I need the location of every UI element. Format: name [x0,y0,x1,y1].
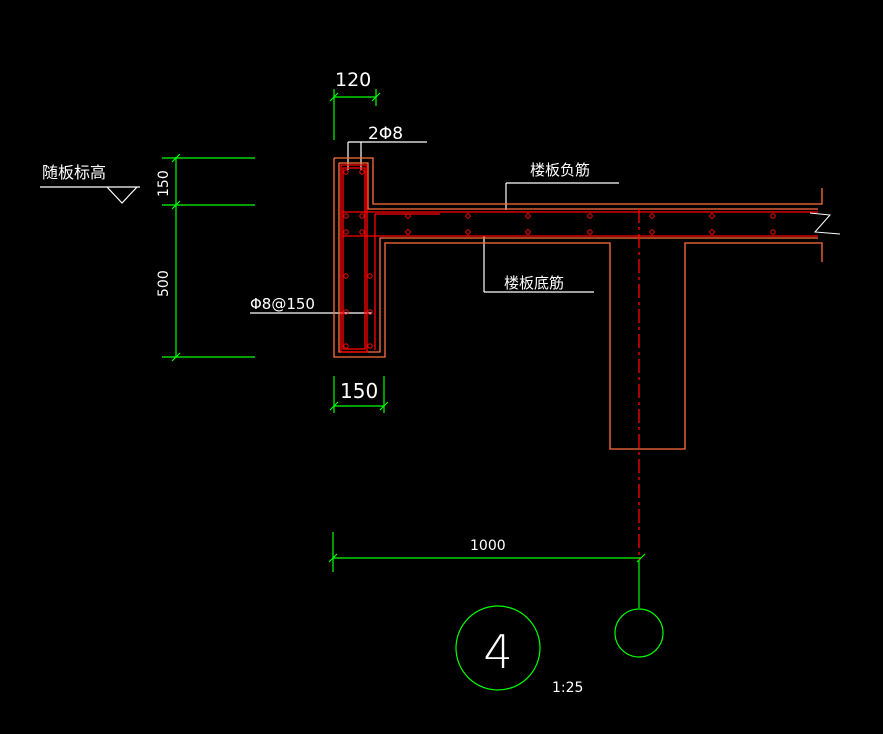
detail-circle [455,605,541,691]
span-label: 1000 [470,538,506,554]
dimension-layer [162,89,664,691]
concrete-outline [333,157,841,450]
slab-bottom-bar-label: 楼板底筋 [504,274,564,292]
slab-elevation-label: 随板标高 [42,163,106,182]
top-width-label: 120 [335,69,371,91]
stirrup-label: Φ8@150 [250,295,315,313]
rebar-dots [343,169,776,349]
slab-negative-bar-label: 楼板负筋 [530,161,590,179]
dim-150-label: 150 [156,170,172,197]
rebar-layer [340,164,818,560]
axis-bubble [614,608,664,658]
top-bar-label: 2Φ8 [368,124,403,144]
detail-number: 4 [483,625,512,679]
dim-500-label: 500 [156,270,172,297]
text-layer: 120 2Φ8 随板标高 楼板负筋 150 500 Φ8@150 楼板底筋 15… [42,69,590,696]
scale-label: 1:25 [552,680,583,696]
bottom-width-label: 150 [340,379,378,403]
